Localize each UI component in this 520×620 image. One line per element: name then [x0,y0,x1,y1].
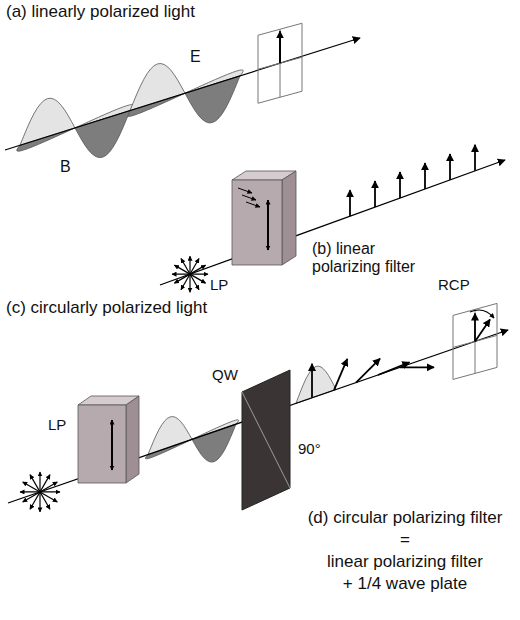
electric-field-wave [148,417,192,455]
propagation-axis [160,160,505,285]
polarization-grid [258,23,302,103]
rotating-vector [400,366,434,368]
polarized-vector [424,163,426,189]
propagation-axis [5,38,360,150]
component-label: LP [210,276,228,293]
polarized-vector [374,181,376,207]
rotating-vector [475,319,490,341]
grid-frame [453,303,497,379]
blocked-component-arrow [238,188,252,193]
polarization-grid [453,303,497,379]
unpolarized-light-symbol [174,265,205,283]
polarization-label: RCP [438,276,470,293]
plate-face [242,370,290,510]
component-label: QW [212,366,238,383]
electric-field-wave [185,76,240,123]
panel-title: (c) circularly polarized light [6,298,207,318]
caption-line: linear polarizing filter [327,552,483,572]
angle-label: 90° [298,440,321,457]
transmission-axis-arrow [111,420,113,470]
polarization-vector [279,31,281,63]
field-label: B [60,158,71,176]
rotating-vector [334,359,347,390]
component-label: (b) linear polarizing filter [312,240,434,277]
panel-title: (a) linearly polarized light [6,2,195,22]
blocked-component-arrow [242,195,256,200]
linear-polarizer [232,171,296,265]
plate-axis-line [242,392,290,488]
electric-field-wave [130,64,185,111]
linear-polarizer [78,396,139,483]
rotating-vector [378,362,410,375]
rotating-vector [311,364,313,398]
field-label: E [190,48,201,66]
electric-field-wave [192,424,236,462]
caption-line: = [400,530,410,550]
polarized-vector [349,190,351,216]
caption-line: + 1/4 wave plate [343,574,467,594]
grid-line [280,29,281,97]
grid-frame [258,23,302,103]
filter-face [126,396,139,483]
polarized-vector [449,154,451,180]
rotation-arrow [470,310,494,318]
polarized-vector [474,145,476,171]
filter-face [232,180,282,265]
rotating-vector [474,313,476,341]
filter-face [78,405,126,483]
filter-face [282,171,296,265]
blocked-component-arrow [246,202,260,207]
caption-line: (d) circular polarizing filter [308,508,503,528]
polarized-vector [399,172,401,198]
electric-field-wave [20,98,75,145]
electric-field-wave [75,111,130,158]
quarter-wave-plate [242,370,290,510]
rotating-vector [356,359,380,383]
transmission-axis-arrow [267,200,269,250]
electric-field-wave [296,366,336,403]
component-label: LP [48,416,66,433]
